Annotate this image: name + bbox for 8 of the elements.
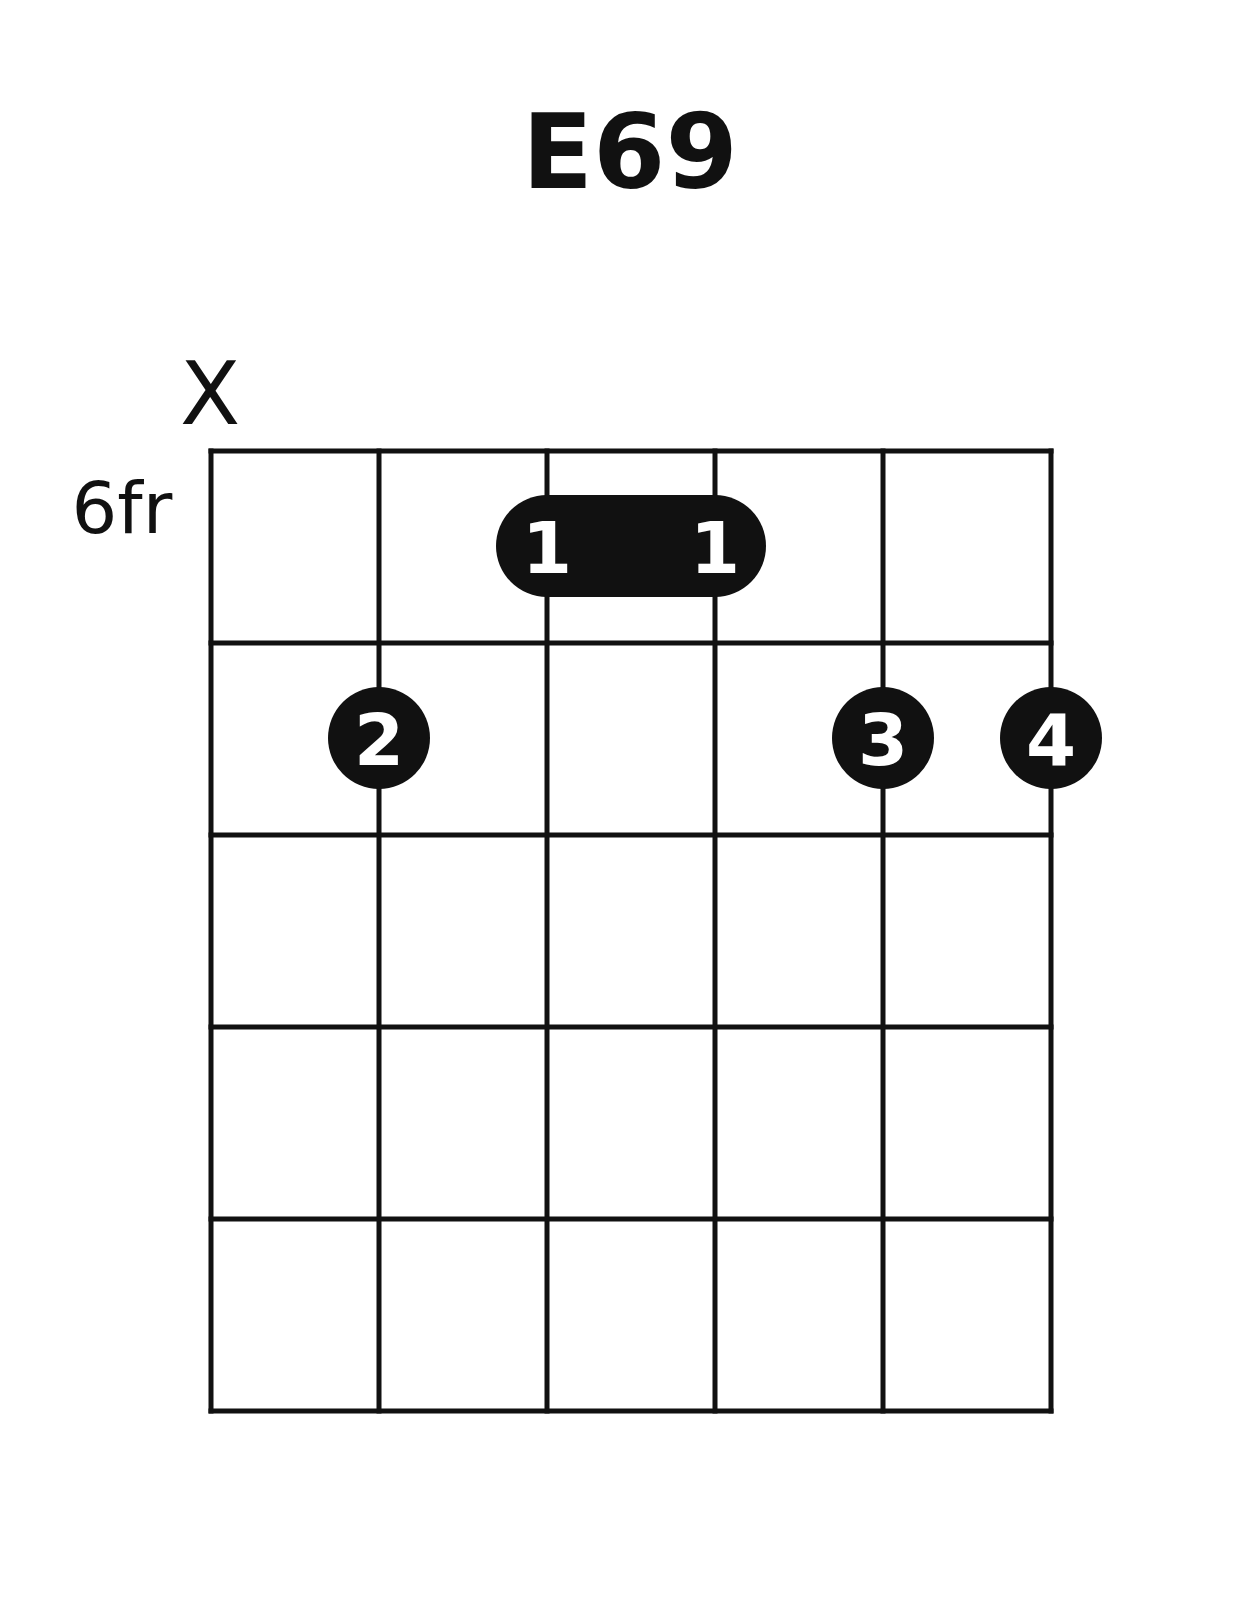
finger-number: 1	[690, 512, 741, 584]
finger-number: 2	[354, 704, 405, 776]
finger-number: 3	[858, 704, 909, 776]
chord-title: E69	[522, 100, 738, 204]
finger-number: 4	[1026, 704, 1077, 776]
finger-number: 1	[522, 512, 573, 584]
muted-string-mark: X	[180, 350, 241, 438]
fret-position-label: 6fr	[71, 472, 173, 544]
